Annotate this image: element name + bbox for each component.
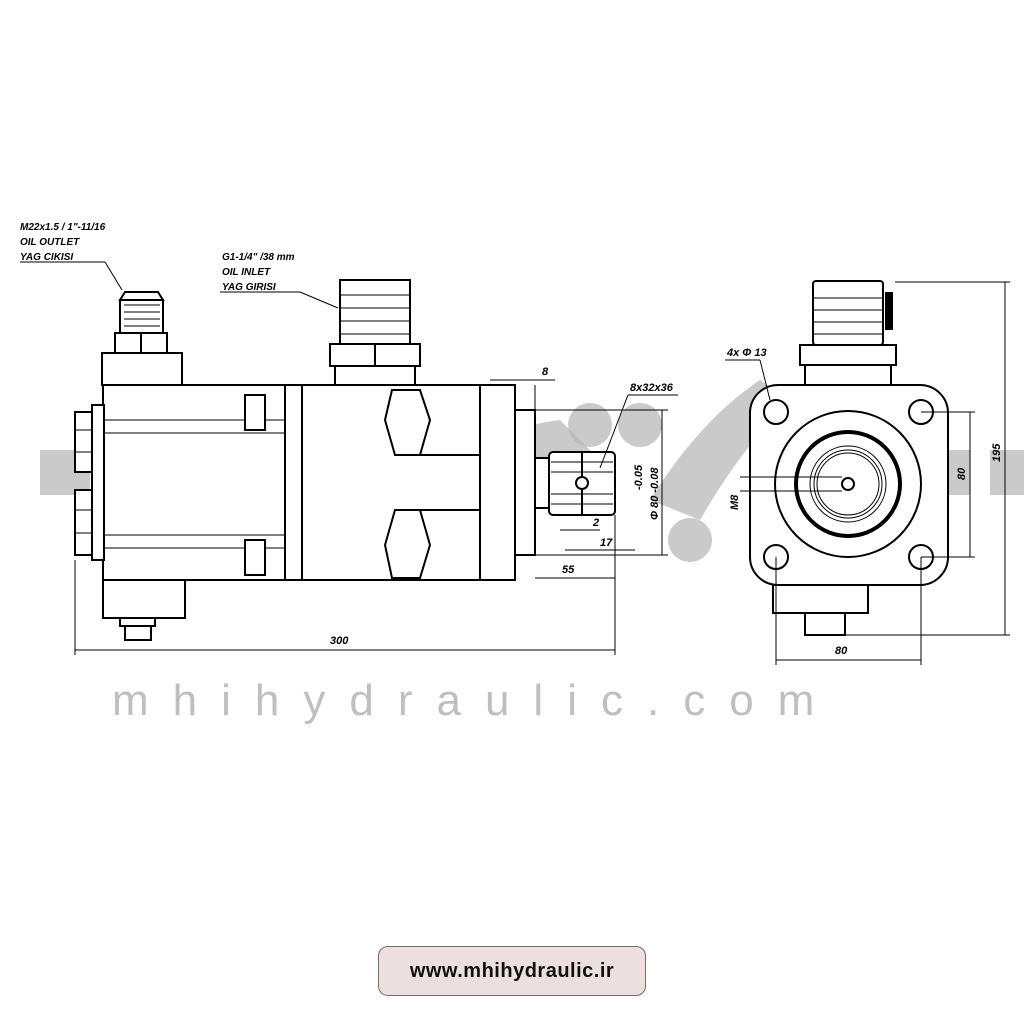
callout-holes: 4x Φ 13: [726, 347, 767, 359]
front-view: [740, 280, 949, 636]
dim-bolt-spacing-vertical: 80: [956, 467, 968, 480]
dim-pilot-diameter: Φ 80 -0.08: [649, 467, 661, 520]
inlet-callout-line2: OIL INLET: [222, 267, 271, 278]
callout-spline: 8x32x36: [630, 382, 674, 394]
dim-spline-length: 17: [600, 537, 613, 549]
dim-pilot-tolerance: -0.05: [633, 464, 645, 490]
front-dimensions: [725, 281, 1010, 665]
website-url-button[interactable]: www.mhihydraulic.ir: [378, 946, 646, 996]
dim-overall-length: 300: [330, 635, 349, 647]
dim-bolt-spacing-horizontal: 80: [835, 645, 848, 657]
dim-overall-height: 195: [991, 443, 1003, 462]
dim-flange-thickness: 8: [542, 366, 549, 378]
side-view: [74, 279, 616, 641]
dim-thread: M8: [729, 494, 741, 510]
dim-spline-offset: 2: [592, 517, 599, 529]
side-dimensions: [20, 261, 678, 655]
inlet-callout-line1: G1-1/4" /38 mm: [222, 252, 295, 263]
watermark-text: mhihydraulic.com: [112, 676, 838, 725]
dim-shaft-length: 55: [562, 564, 575, 576]
outlet-callout-line3: YAG CIKISI: [20, 252, 73, 263]
outlet-callout-line1: M22x1.5 / 1"-11/16: [20, 222, 106, 233]
inlet-callout-line3: YAG GIRISI: [222, 282, 276, 293]
outlet-callout-line2: OIL OUTLET: [20, 237, 80, 248]
